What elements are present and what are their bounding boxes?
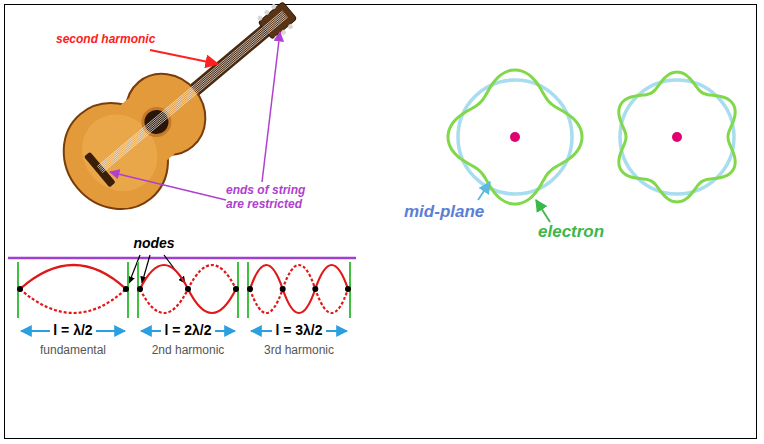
callout-label: ends of string are restricted: [226, 184, 318, 212]
length-label: l = 2λ/2: [161, 322, 214, 338]
leader-arrow: [478, 182, 490, 200]
callout-label: mid-plane: [404, 202, 504, 222]
guitar: [42, 0, 325, 230]
callout-label: nodes: [124, 235, 184, 251]
harmonic-label: 2nd harmonic: [138, 344, 238, 358]
nucleus-dot: [672, 132, 682, 142]
callout-label: second harmonic: [56, 33, 166, 47]
nucleus-dot: [510, 132, 520, 142]
electron-wave: [448, 70, 582, 204]
electron-wave: [619, 72, 735, 202]
string-ends: [18, 262, 350, 318]
mid-plane-circle: [458, 80, 572, 194]
leader-arrow: [110, 172, 226, 200]
divider-line: [8, 257, 356, 260]
harmonic-label: fundamental: [18, 344, 128, 358]
leader-arrow: [262, 32, 280, 182]
leader-arrow: [536, 200, 550, 222]
length-label: l = 3λ/2: [272, 322, 325, 338]
harmonic-label: 3rd harmonic: [248, 344, 350, 358]
frame: [5, 5, 757, 439]
node-dots: [17, 286, 351, 292]
length-label: l = λ/2: [50, 322, 95, 338]
callout-label: electron: [538, 222, 638, 242]
standing-waves: [20, 265, 348, 313]
leader-arrow: [150, 50, 218, 64]
